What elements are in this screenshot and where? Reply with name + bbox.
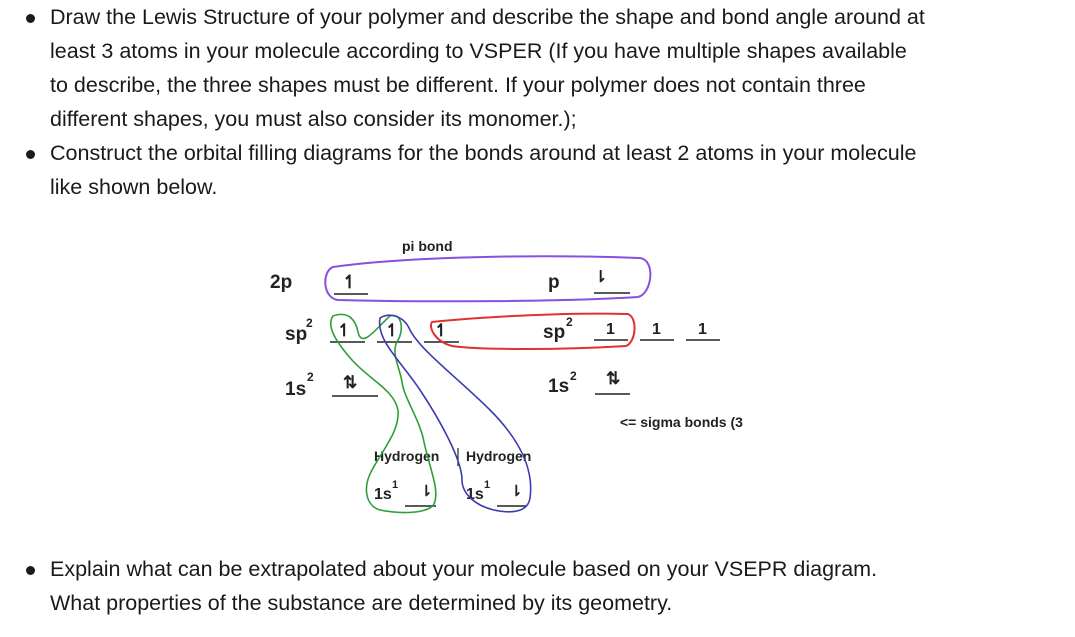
left-1s-electrons: ⇅ [343, 373, 357, 392]
left-sp2-electron-3: ↿ [434, 321, 448, 340]
hydrogen-1-label: Hydrogen [374, 448, 439, 464]
bullet-text: Construct the orbital filling diagrams f… [50, 141, 917, 199]
left-sp2-electron-2: ↿ [385, 321, 399, 340]
bullet-dot [26, 14, 35, 23]
hydrogen-1-orbital-label: 1s [374, 486, 392, 503]
left-sp2-superscript: 2 [306, 316, 313, 330]
right-p-electron: ⇂ [594, 269, 607, 286]
pi-bond-label: pi bond [402, 238, 453, 254]
bullet-text: Draw the Lewis Structure of your polymer… [50, 5, 925, 131]
right-1s-superscript: 2 [570, 369, 577, 383]
bullet-dot [26, 566, 35, 575]
hydrogen-2-orbital-label: 1s [466, 486, 484, 503]
hydrogen-1-bond-loop [329, 313, 437, 514]
right-sp2-electron-1: 1 [606, 321, 615, 338]
left-1s-label: 1s [285, 379, 306, 400]
pi-bond-loop [324, 255, 652, 303]
hydrogen-2-label: Hydrogen [466, 448, 531, 464]
left-p-electron: ↿ [342, 272, 357, 292]
bullet-text: Explain what can be extrapolated about y… [50, 557, 878, 615]
left-sp2-electron-1: ↿ [337, 321, 351, 340]
hydrogen-2-electron: ⇂ [510, 483, 523, 500]
right-sp2-label: sp [543, 322, 565, 343]
hydrogen-2-bond-loop [378, 314, 532, 513]
right-sp2-electron-3: 1 [698, 321, 707, 338]
left-sp2-label: sp [285, 324, 307, 345]
right-sp2-electron-2: 1 [652, 321, 661, 338]
right-1s-electrons: ⇅ [606, 369, 620, 388]
right-p-label: p [548, 272, 560, 293]
hydrogen-2-orbital-superscript: 1 [484, 479, 490, 491]
bullet-dot [26, 150, 35, 159]
right-sp2-superscript: 2 [566, 315, 573, 329]
sigma-bond-right-loop [430, 312, 636, 350]
right-1s-label: 1s [548, 376, 569, 397]
left-2p-label: 2p [270, 272, 292, 293]
left-1s-superscript: 2 [307, 370, 314, 384]
hydrogen-1-orbital-superscript: 1 [392, 479, 398, 491]
sigma-bonds-label: <= sigma bonds (3 [620, 414, 743, 430]
hydrogen-1-electron: ⇂ [420, 483, 433, 500]
